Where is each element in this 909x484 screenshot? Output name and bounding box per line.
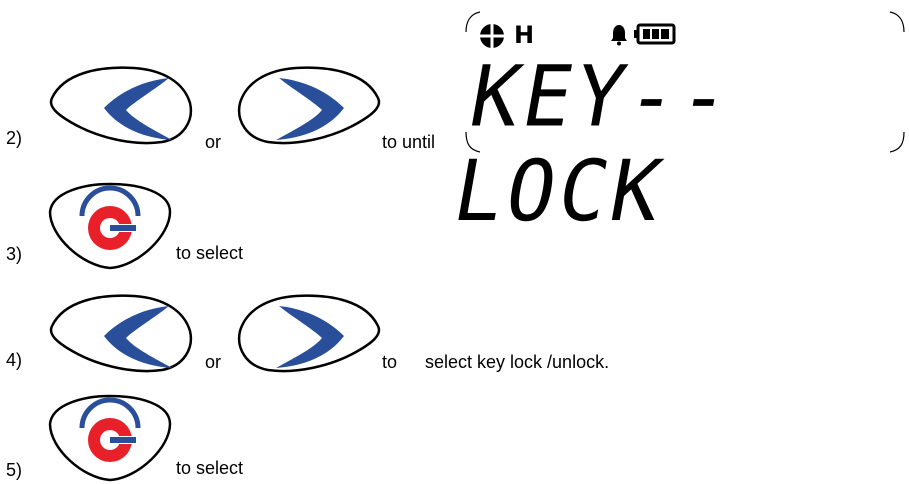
right-arrow-icon — [276, 78, 344, 140]
step-2-to-until: to until — [382, 132, 436, 152]
left-arrow-icon — [104, 306, 172, 368]
bell-icon — [611, 25, 627, 46]
step-4-select-key-lock: select key lock /unlock. — [425, 352, 610, 372]
battery-icon — [634, 23, 676, 45]
right-arrow-icon — [276, 306, 344, 368]
lcd-display: H KEY--LOCK — [446, 8, 908, 240]
right-arrow-button[interactable] — [236, 58, 386, 148]
select-icon — [79, 397, 141, 462]
step-4-number: 4) — [6, 350, 23, 370]
select-button[interactable] — [44, 392, 176, 484]
left-arrow-button[interactable] — [44, 58, 194, 148]
left-arrow-button[interactable] — [44, 286, 194, 376]
left-arrow-icon — [104, 78, 172, 140]
right-arrow-button[interactable] — [236, 286, 386, 376]
step-4-or: or — [205, 352, 222, 372]
step-2-number: 2) — [6, 128, 23, 148]
select-icon — [79, 185, 141, 250]
lcd-display-text: KEY--LOCK — [446, 47, 742, 241]
step-5-number: 5) — [6, 460, 23, 480]
step-5-to-select: to select — [176, 458, 244, 478]
step-4-to: to — [382, 352, 398, 372]
lcd-h-indicator: H — [514, 21, 535, 49]
crosshair-icon — [480, 24, 504, 48]
step-3-to-select: to select — [176, 243, 244, 263]
select-button[interactable] — [44, 180, 176, 272]
step-3-number: 3) — [6, 244, 23, 264]
step-2-or: or — [205, 132, 222, 152]
